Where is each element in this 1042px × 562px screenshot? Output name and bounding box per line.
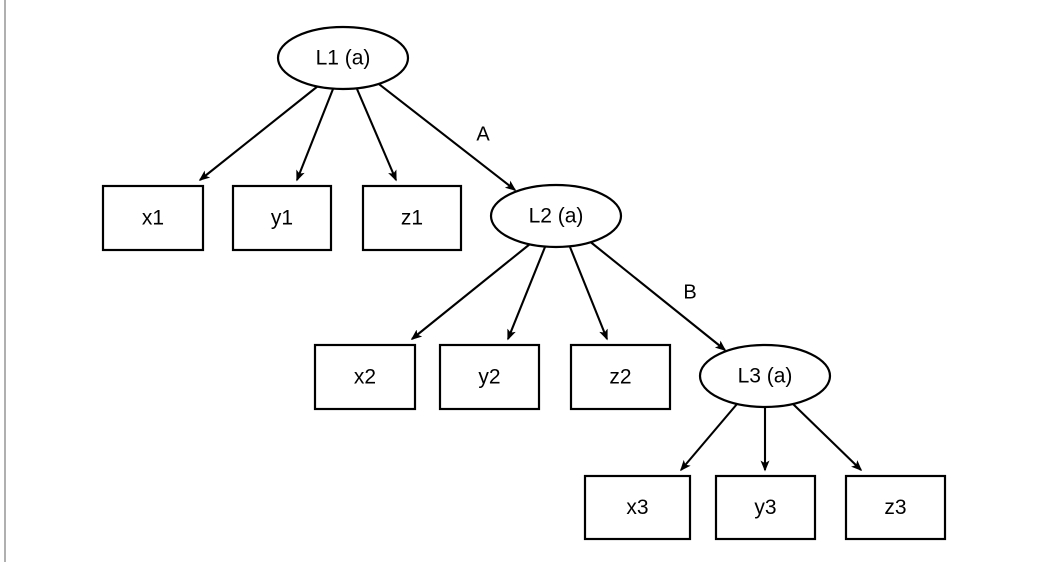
node-rect-x2 <box>313 343 417 411</box>
edge-l1-to-y1 <box>296 88 334 182</box>
edge-l1-to-z1 <box>356 88 397 182</box>
observed-node-z1[interactable]: z1 <box>361 184 463 252</box>
node-label-y3: y3 <box>754 496 776 519</box>
observed-node-x2[interactable]: x2 <box>313 343 417 411</box>
edge-labels-layer: AB <box>476 123 696 303</box>
node-rect-y1 <box>231 184 333 252</box>
edge-label-a: A <box>476 123 490 145</box>
nodes-layer: x1 y1 z1 x2 y2 z2 x3 y3 z3 L1 (a) L2 (a) L3 (a) <box>101 25 947 541</box>
node-ellipse-L1 <box>276 25 410 91</box>
node-rect-z1 <box>361 184 463 252</box>
latent-node-L3[interactable]: L3 (a) <box>698 343 832 409</box>
latent-node-L1[interactable]: L1 (a) <box>276 25 410 91</box>
edge-l2-to-z2 <box>569 246 608 341</box>
left-border-rule <box>4 0 6 562</box>
node-rect-x3 <box>583 474 692 541</box>
node-label-z3: z3 <box>884 496 906 519</box>
observed-node-z2[interactable]: z2 <box>569 343 672 411</box>
node-rect-z2 <box>569 343 672 411</box>
observed-node-y1[interactable]: y1 <box>231 184 333 252</box>
observed-node-x3[interactable]: x3 <box>583 474 692 541</box>
edge-l3-to-x3 <box>680 403 738 472</box>
node-label-y2: y2 <box>478 366 500 389</box>
node-label-x3: x3 <box>626 496 648 519</box>
node-rect-y2 <box>438 343 541 411</box>
node-rect-y3 <box>714 474 817 541</box>
edge-l2-to-l3 <box>587 239 727 351</box>
node-label-L3: L3 (a) <box>738 365 793 388</box>
node-label-x2: x2 <box>354 366 376 389</box>
node-label-L1: L1 (a) <box>316 47 371 70</box>
observed-node-y3[interactable]: y3 <box>714 474 817 541</box>
edge-label-b: B <box>683 281 696 303</box>
node-rect-x1 <box>101 184 205 252</box>
node-label-L2: L2 (a) <box>529 205 584 228</box>
edge-l3-to-z3 <box>792 403 863 472</box>
latent-node-L2[interactable]: L2 (a) <box>489 183 623 249</box>
node-label-z1: z1 <box>401 207 423 230</box>
node-ellipse-L3 <box>698 343 832 409</box>
edges-layer <box>198 80 863 472</box>
edge-l1-to-l2 <box>374 80 517 191</box>
node-label-x1: x1 <box>142 207 164 230</box>
edge-l2-to-x2 <box>410 243 531 340</box>
edge-l2-to-y2 <box>507 246 546 341</box>
node-label-z2: z2 <box>609 366 631 389</box>
observed-node-y2[interactable]: y2 <box>438 343 541 411</box>
observed-node-x1[interactable]: x1 <box>101 184 205 252</box>
node-rect-z3 <box>844 474 947 541</box>
observed-node-z3[interactable]: z3 <box>844 474 947 541</box>
node-label-y1: y1 <box>271 207 293 230</box>
node-ellipse-L2 <box>489 183 623 249</box>
edge-l1-to-x1 <box>198 85 319 181</box>
